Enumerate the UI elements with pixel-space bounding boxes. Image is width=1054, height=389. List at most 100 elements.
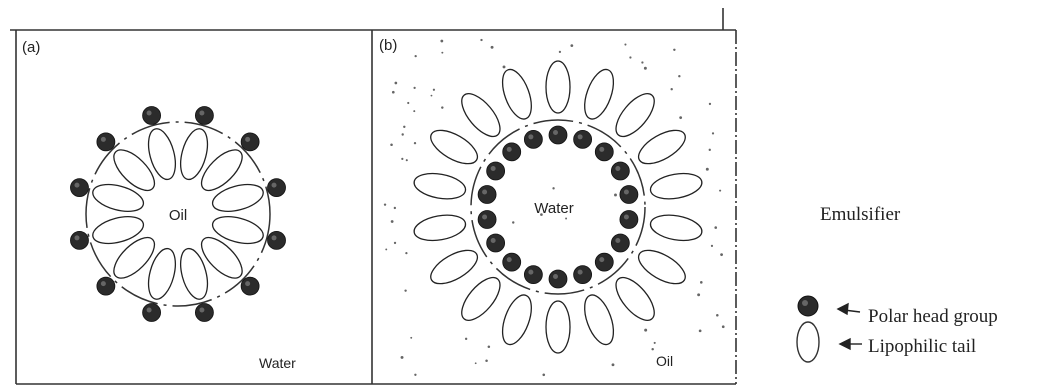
polar-head-highlight [624, 215, 629, 220]
polar-head [549, 126, 567, 144]
polar-head-highlight [101, 137, 106, 142]
stipple-dot [570, 44, 573, 47]
panel-b: (b) Water Oil [379, 37, 725, 376]
polar-head [574, 266, 592, 284]
emulsifier-molecule [412, 211, 496, 245]
stipple-dot [401, 356, 404, 359]
lipophilic-tail [144, 246, 181, 302]
lipophilic-tail [90, 212, 146, 249]
stipple-dot [720, 253, 723, 256]
emulsifier-molecule [574, 266, 620, 349]
polar-head-highlight [528, 270, 533, 275]
legend-head-label: Polar head group [868, 306, 998, 327]
legend-tail-arrow [840, 339, 862, 349]
stipple-dot [651, 348, 653, 350]
polar-head-highlight [507, 257, 512, 262]
emulsifier-molecule [497, 266, 543, 349]
emulsifier-molecule [426, 234, 505, 290]
lipophilic-tail [497, 291, 537, 348]
polar-head-highlight [528, 134, 533, 139]
lipophilic-tail [648, 212, 703, 245]
stipple-dot [465, 338, 467, 340]
stipple-dot [391, 220, 394, 223]
lipophilic-tail [633, 124, 690, 171]
polar-head [487, 234, 505, 252]
polar-head [143, 304, 161, 322]
stipple-dot [414, 374, 416, 376]
polar-head [595, 143, 613, 161]
polar-head [195, 304, 213, 322]
polar-head-highlight [624, 189, 629, 194]
polar-head [268, 179, 286, 197]
polar-head-highlight [482, 215, 487, 220]
polar-head [478, 211, 496, 229]
lipophilic-tail [195, 231, 249, 285]
polar-head-highlight [272, 235, 277, 240]
emulsifier-molecule [620, 211, 704, 245]
polar-head [195, 106, 213, 124]
panel-a-medium-label: Water [259, 355, 296, 371]
emulsifier-molecule [70, 212, 146, 250]
polar-head [524, 130, 542, 148]
polar-head [503, 143, 521, 161]
stipple-dot [415, 55, 417, 57]
stipple-dot [385, 248, 387, 250]
lipophilic-tail [426, 124, 483, 171]
stipple-dot [679, 116, 682, 119]
emulsifier-molecule [455, 253, 521, 326]
lipophilic-tail [455, 271, 507, 326]
stipple-dot [407, 102, 409, 104]
polar-head [620, 211, 638, 229]
lipophilic-tail [609, 271, 661, 326]
emulsifier-molecule [143, 246, 181, 322]
polar-head [574, 130, 592, 148]
polar-head-highlight [147, 110, 152, 115]
stipple-dot [395, 82, 398, 85]
stipple-dot [612, 363, 615, 366]
stipple-dot [673, 49, 675, 51]
stipple-dot [654, 342, 656, 344]
lipophilic-tail [195, 143, 249, 197]
stipple-dot [431, 95, 433, 97]
polar-head-highlight [482, 189, 487, 194]
stipple-dot [706, 168, 709, 171]
polar-head-highlight [101, 281, 106, 286]
stipple-dot [488, 346, 491, 349]
lipophilic-tail [210, 180, 266, 217]
polar-head-highlight [578, 270, 583, 275]
stipple-dot [512, 221, 514, 223]
emulsifier-molecule [455, 87, 521, 160]
polar-head [70, 179, 88, 197]
stipple-dot [709, 149, 711, 151]
stipple-dot [403, 126, 405, 128]
panel-a-core-label: Oil [169, 207, 187, 224]
emulsifier-molecule [426, 124, 505, 180]
emulsifier-molecule [611, 124, 690, 180]
polar-head-highlight [599, 147, 604, 152]
stipple-dot [410, 337, 412, 339]
stipple-dot [480, 39, 482, 41]
stipple-dot [485, 359, 488, 362]
emulsifier-molecule [210, 179, 286, 217]
stipple-dot [384, 203, 386, 205]
lipophilic-tail [579, 291, 619, 348]
stipple-dot [441, 106, 443, 108]
stipple-dot [406, 159, 408, 161]
polar-head-highlight [553, 274, 558, 279]
stipple-dot [565, 218, 567, 220]
emulsifier-molecule [195, 231, 259, 295]
lipophilic-tail [455, 87, 507, 142]
stipple-dot [552, 187, 554, 189]
lipophilic-tail [107, 143, 161, 197]
lipophilic-tail [579, 66, 619, 123]
stipple-dot [441, 52, 443, 54]
polar-head [524, 266, 542, 284]
lipophilic-tail [107, 231, 161, 285]
stipple-dot [392, 91, 395, 94]
lipophilic-tail [648, 170, 703, 203]
emulsifier-molecule [143, 106, 181, 182]
stipple-dot [624, 43, 626, 45]
stipple-dot [644, 329, 647, 332]
polar-head-highlight [147, 308, 152, 313]
stipple-dot [413, 110, 415, 112]
